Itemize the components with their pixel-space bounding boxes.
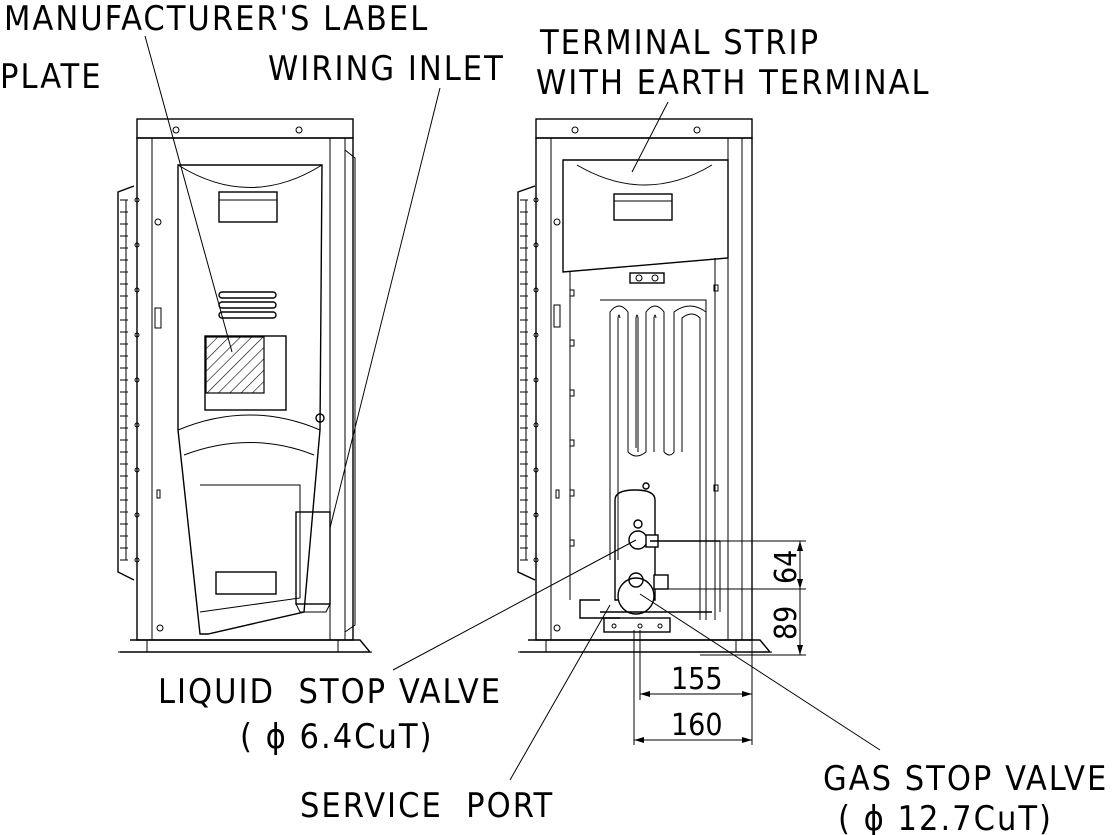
- service-view: [517, 118, 772, 653]
- liquid-size-text: ( ϕ 6.4CuT): [240, 717, 434, 757]
- terminal-strip-text: TERMINAL STRIP: [539, 23, 820, 63]
- dim-155: 155: [671, 662, 723, 697]
- front-view: [117, 118, 372, 653]
- earth-terminal-text: WITH EARTH TERMINAL: [536, 63, 931, 103]
- side-fins: [517, 185, 536, 581]
- dimension-labels: 155 160 64 89: [671, 550, 804, 743]
- plate-text: PLATE: [0, 57, 103, 97]
- front-fins: [117, 185, 135, 581]
- dim-160: 160: [671, 708, 723, 743]
- liquid-stop-valve-text: LIQUID STOP VALVE: [158, 672, 502, 712]
- gas-size-text: ( ϕ 12.7CuT): [838, 799, 1053, 835]
- leader-lines: [144, 35, 881, 781]
- manufacturer-label-text: MANUFACTURER'S LABEL: [4, 0, 429, 39]
- dim-89: 89: [769, 606, 804, 640]
- dim-64: 64: [769, 550, 804, 584]
- wiring-inlet-text: WIRING INLET: [268, 49, 505, 89]
- service-port-text: SERVICE PORT: [300, 786, 554, 826]
- dimension-lines: [633, 540, 806, 745]
- stop-valves: [579, 482, 721, 633]
- gas-stop-valve-text: GAS STOP VALVE: [823, 759, 1108, 799]
